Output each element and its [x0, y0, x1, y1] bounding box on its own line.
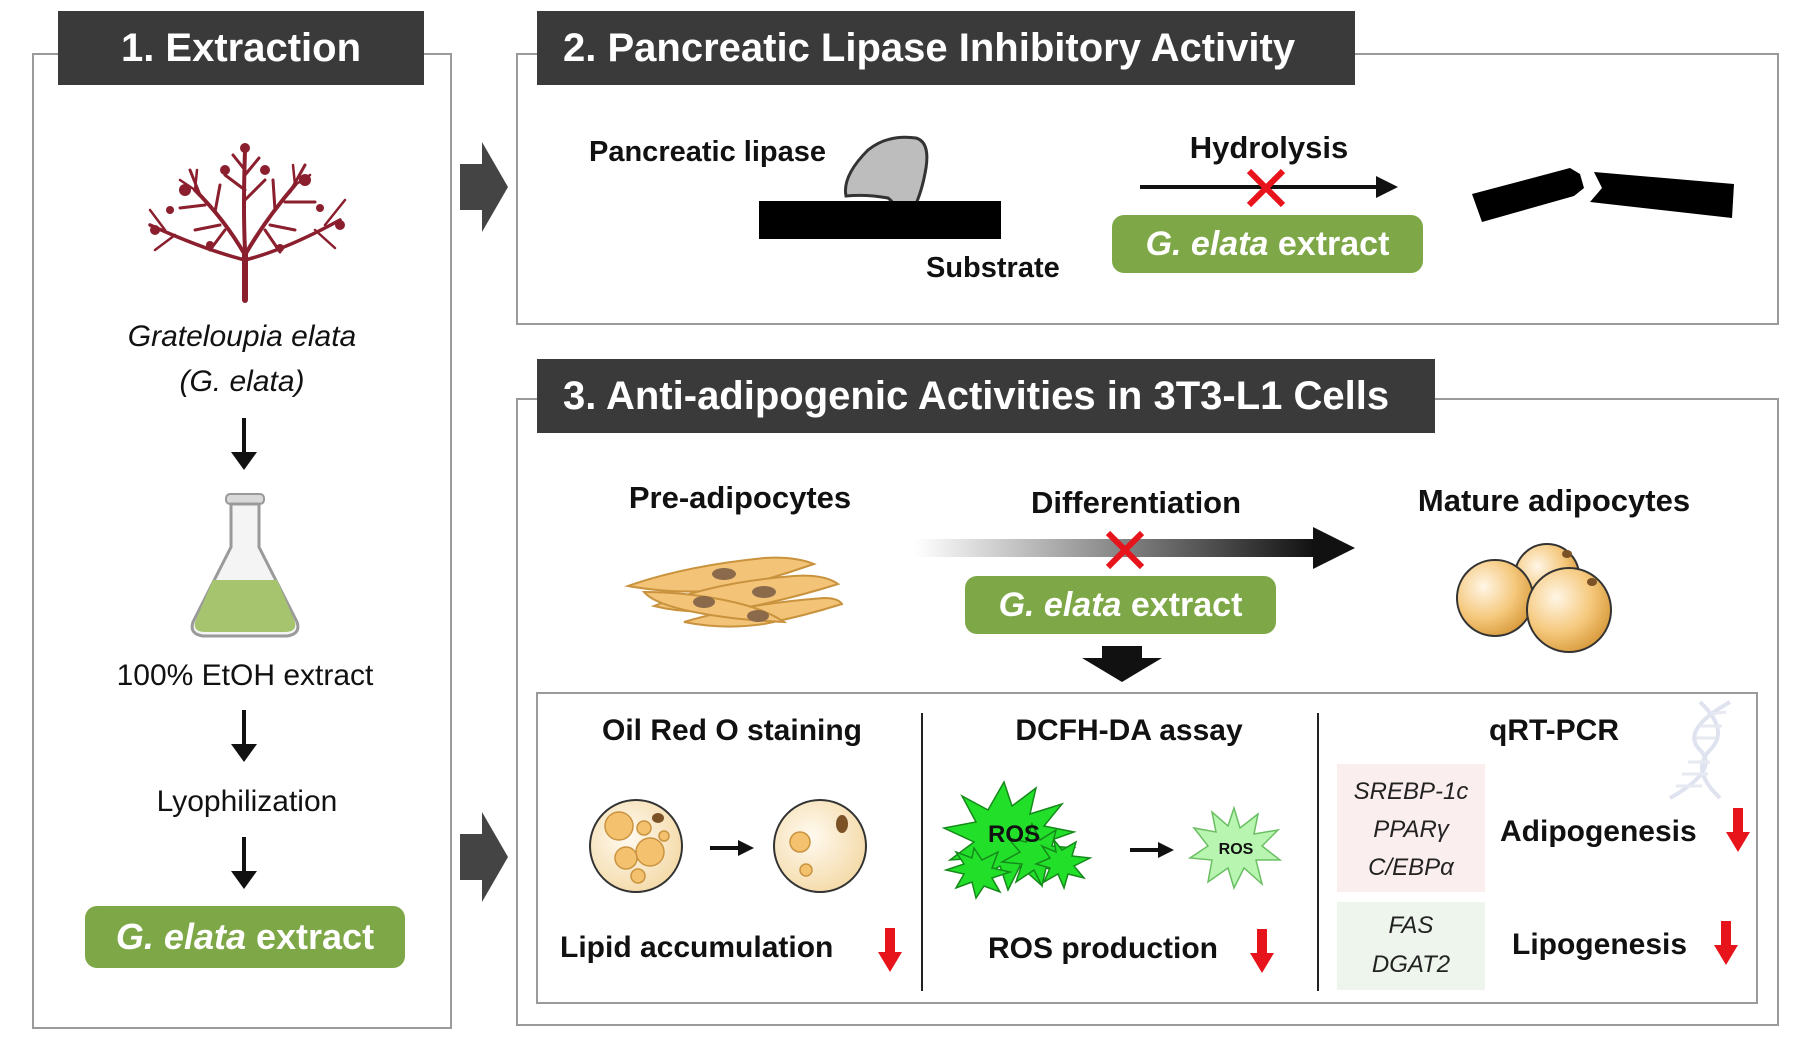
pre-adipocytes-label: Pre-adipocytes [628, 480, 852, 515]
lipid-accumulation-label: Lipid accumulation [560, 931, 834, 964]
oil-red-o-title: Oil Red O staining [601, 714, 863, 747]
flow-arrow-bottom [460, 812, 508, 902]
hydrolyzed-fragments-icon [1472, 168, 1734, 222]
ros-large-text: ROS [988, 821, 1040, 848]
arrow-down-1 [231, 418, 257, 470]
lipase-inhibitor-species: G. elata [1145, 225, 1269, 263]
dna-helix-icon [1669, 700, 1731, 800]
mature-adipocytes-icon [1456, 543, 1612, 653]
species-abbrev: (G. elata) [179, 365, 305, 398]
differentiation-inhibit-x-icon [1105, 530, 1145, 570]
substrate-label: Substrate [926, 252, 1060, 284]
extraction-title: 1. Extraction [58, 11, 424, 85]
ros-production-label: ROS production [988, 932, 1218, 965]
flask-icon [190, 493, 300, 638]
results-down-arrow [1082, 646, 1162, 682]
differentiation-inhibitor-suffix: extract [1121, 586, 1243, 624]
differentiation-inhibitor-pill: G. elata extract [965, 576, 1276, 634]
lipid-decrease-arrow-icon [878, 928, 902, 972]
gene-srebp1c: SREBP-1c [1353, 778, 1469, 805]
adipogenesis-gene-box [1337, 764, 1485, 892]
lipase-inhibitor-suffix: extract [1268, 225, 1390, 263]
ros-burst-small-icon: ROS [1187, 805, 1283, 891]
dcfh-da-title: DCFH-DA assay [1015, 714, 1243, 747]
hydrolysis-label: Hydrolysis [1189, 130, 1349, 165]
gene-dgat2: DGAT2 [1371, 951, 1451, 978]
adipogenesis-label: Adipogenesis [1500, 815, 1697, 848]
lipase-title: 2. Pancreatic Lipase Inhibitory Activity [537, 11, 1355, 85]
ros-burst-large-icon: ROS [941, 780, 1093, 900]
extract-product-species: G. elata [115, 916, 246, 957]
lipogenesis-gene-box [1337, 902, 1485, 990]
gene-ppar: PPARγ [1373, 816, 1449, 843]
lipogenesis-decrease-arrow-icon [1714, 921, 1738, 965]
gene-cebp: C/EBPα [1368, 854, 1454, 881]
pre-adipocytes-icon [624, 556, 844, 628]
inhibit-x-icon [1246, 168, 1286, 208]
species-name: Grateloupia elata [127, 320, 357, 353]
ros-decrease-arrow-icon [1250, 929, 1274, 973]
lyophilization-label: Lyophilization [156, 785, 338, 818]
results-divider-2 [1317, 713, 1319, 991]
adipogenic-title: 3. Anti-adipogenic Activities in 3T3-L1 … [537, 359, 1435, 433]
ros-small-text: ROS [1219, 841, 1254, 858]
differentiation-label: Differentiation [1030, 485, 1242, 520]
lipase-inhibitor-pill: G. elata extract [1112, 215, 1423, 273]
lipid-droplet-before-icon [589, 799, 683, 893]
results-divider-1 [921, 713, 923, 991]
arrow-right-1 [710, 840, 754, 856]
lipogenesis-label: Lipogenesis [1512, 928, 1688, 961]
extract-product-suffix: extract [245, 916, 375, 957]
differentiation-inhibitor-species: G. elata [998, 586, 1122, 624]
enzyme-label: Pancreatic lipase [589, 136, 826, 168]
arrow-right-2 [1130, 842, 1174, 858]
substrate-bar [759, 201, 1001, 239]
hydrolysis-arrow [1140, 176, 1398, 198]
gene-fas: FAS [1388, 912, 1434, 939]
qrt-pcr-title: qRT-PCR [1489, 714, 1619, 747]
extract-product-pill: G. elata extract [85, 906, 405, 968]
seaweed-icon [148, 143, 347, 303]
adipogenesis-decrease-arrow-icon [1726, 808, 1750, 852]
arrow-down-2 [231, 710, 257, 762]
lipid-droplet-after-icon [773, 799, 867, 893]
arrow-down-3 [231, 837, 257, 889]
mature-adipocytes-label: Mature adipocytes [1417, 483, 1691, 518]
flow-arrow-top [460, 142, 508, 232]
differentiation-arrow [915, 527, 1355, 569]
solvent-label: 100% EtOH extract [116, 659, 374, 692]
